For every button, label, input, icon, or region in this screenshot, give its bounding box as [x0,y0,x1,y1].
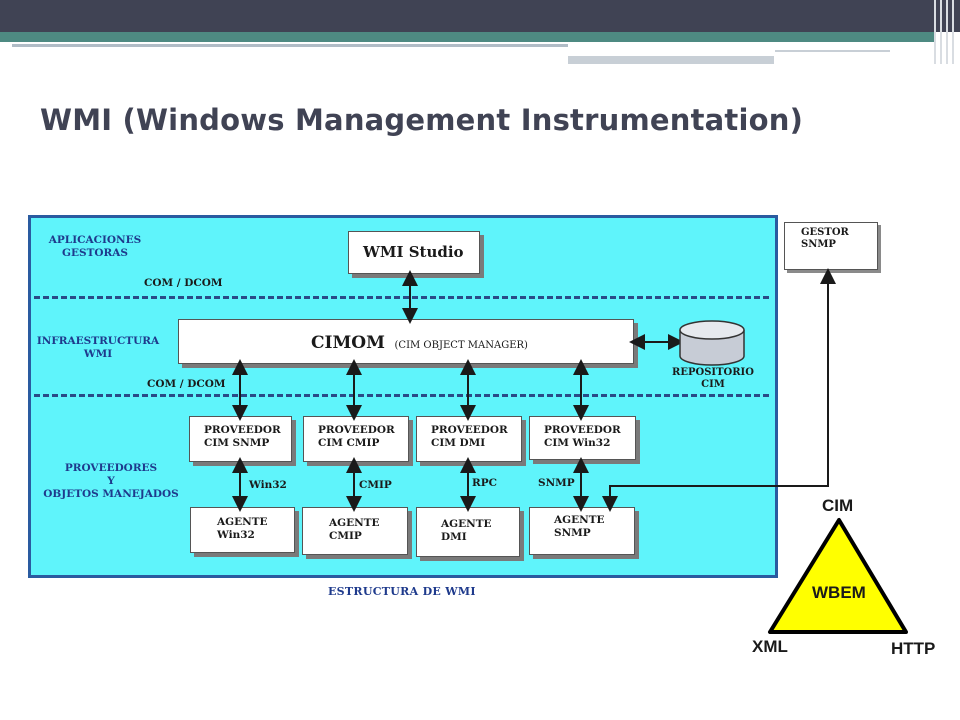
layer-separator [34,296,769,299]
snmp-label: SNMP [538,477,575,489]
divider-line [12,44,568,47]
wbem-label-xml: XML [752,637,788,656]
wbem-triangle [768,518,908,634]
win32-label: Win32 [249,479,287,491]
page-title: WMI (Windows Management Instrumentation) [40,103,804,137]
divider-line [568,56,774,64]
repository-cylinder-icon [679,320,745,366]
diagram-caption: ESTRUCTURA DE WMI [328,585,476,598]
corner-stripes [932,0,960,64]
layer-separator [34,394,769,397]
top-bar [0,0,960,32]
com-dcom-label: COM / DCOM [144,277,223,289]
com-dcom-label: COM / DCOM [147,378,226,390]
accent-line [0,32,935,42]
wbem-label-cim: CIM [822,496,854,515]
wbem-label-http: HTTP [891,639,936,658]
cimom-box: CIMOM (CIM OBJECT MANAGER) [178,319,634,364]
rpc-label: RPC [472,477,497,489]
cmip-label: CMIP [359,479,392,491]
arrow-agent-gestor [602,268,836,512]
wbem-label-center: WBEM [812,583,866,602]
divider-line [775,50,890,52]
